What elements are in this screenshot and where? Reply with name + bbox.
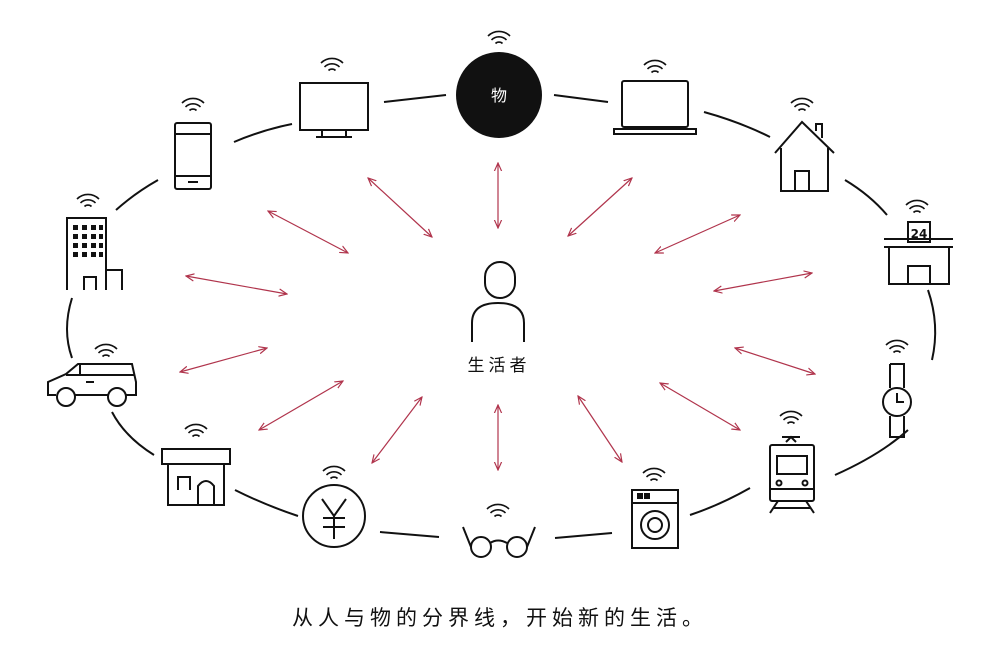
store-sign: 24 xyxy=(911,227,928,241)
caption: 从人与物的分界线，开始新的生活。 xyxy=(292,606,708,630)
convenience-store-icon: 24 xyxy=(884,199,953,285)
hub-circle-icon: 物 xyxy=(456,30,542,138)
car-icon xyxy=(47,343,137,407)
yen-coin-icon xyxy=(302,465,366,548)
washing-machine-icon xyxy=(631,467,679,549)
train-icon xyxy=(769,410,815,514)
glasses-icon xyxy=(462,503,536,558)
wristwatch-icon xyxy=(882,339,912,438)
television-icon xyxy=(299,57,369,138)
laptop-icon xyxy=(613,59,697,135)
shop-icon xyxy=(161,423,231,506)
office-building-icon xyxy=(66,193,123,290)
hub-label: 物 xyxy=(491,86,507,105)
person-icon xyxy=(471,261,525,342)
bidirectional-arrows xyxy=(180,163,815,470)
house-icon xyxy=(774,97,835,192)
smartphone-icon xyxy=(174,97,212,190)
center-label: 生活者 xyxy=(468,356,531,376)
connection-ring xyxy=(66,94,937,539)
